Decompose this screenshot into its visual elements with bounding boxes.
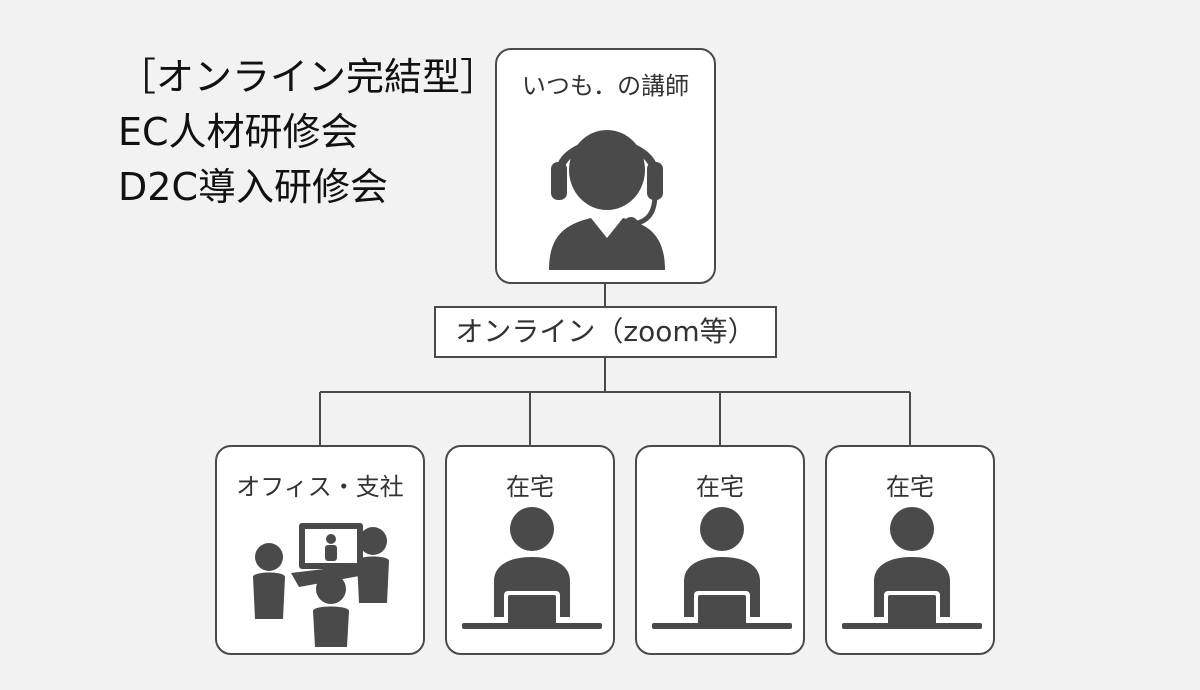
location-label-home-3: 在宅 bbox=[886, 473, 934, 501]
instructor-label: いつも．の講師 bbox=[521, 72, 690, 100]
laptop-person-icon bbox=[462, 507, 602, 629]
headset-person-icon bbox=[549, 130, 665, 270]
title-line-3: D2C導入研修会 bbox=[118, 165, 388, 209]
diagram-title: ［オンライン完結型］ EC人材研修会 D2C導入研修会 bbox=[118, 50, 498, 215]
location-label-home-2: 在宅 bbox=[696, 473, 744, 501]
instructor-box: いつも．の講師 bbox=[495, 48, 716, 284]
location-label-home-1: 在宅 bbox=[506, 473, 554, 501]
online-connection-box: オンライン（zoom等） bbox=[434, 306, 777, 358]
laptop-person-icon bbox=[652, 507, 792, 629]
location-box-home-1: 在宅 bbox=[445, 445, 615, 655]
office-group-icon bbox=[253, 523, 389, 647]
title-line-1: ［オンライン完結型］ bbox=[118, 55, 499, 99]
location-label-office: オフィス・支社 bbox=[236, 473, 404, 501]
laptop-person-icon bbox=[842, 507, 982, 629]
title-line-2: EC人材研修会 bbox=[118, 110, 359, 154]
location-box-home-3: 在宅 bbox=[825, 445, 995, 655]
location-box-home-2: 在宅 bbox=[635, 445, 805, 655]
location-box-office: オフィス・支社 bbox=[215, 445, 425, 655]
